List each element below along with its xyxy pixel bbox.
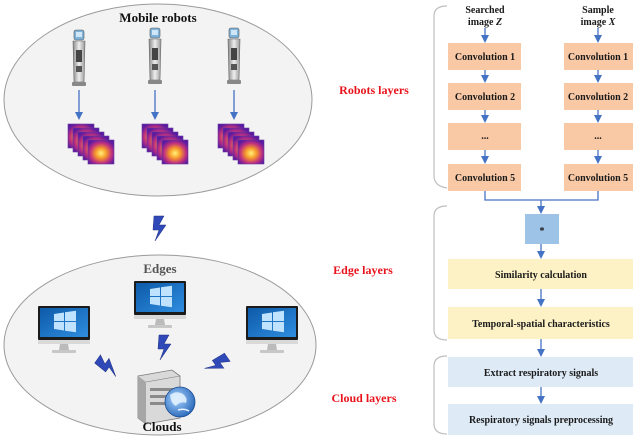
similarity-box: [448, 259, 633, 289]
robot-icon: [71, 29, 87, 87]
merge-connector: [484, 191, 599, 201]
similarity-label: Similarity calculation: [495, 270, 587, 281]
robots-layer-bracket: [433, 5, 448, 189]
conv1-label-z: Convolution 1: [455, 52, 515, 63]
sample-image-label: Sample: [582, 5, 614, 16]
conv5-label-x: Convolution 5: [568, 173, 628, 184]
conv2-label-x: Convolution 2: [568, 92, 628, 103]
globe-icon: [164, 386, 196, 418]
temporal-spatial-label: Temporal-spatial characteristics: [472, 319, 610, 330]
edge-layer-bracket: [433, 205, 448, 341]
searched-image-label: Searched: [465, 5, 505, 16]
robots-layer-label: Robots layers: [339, 83, 409, 97]
ellipsis-box-z: [448, 123, 521, 150]
cross-correlation-box: [525, 214, 559, 244]
edge-layer-label: Edge layers: [333, 263, 393, 277]
conv2-box-z: [448, 83, 521, 110]
preprocess-box: [448, 404, 633, 435]
edges-title: Edges: [143, 261, 176, 276]
conv5-box-z: [448, 164, 521, 191]
robot-icon: [147, 27, 163, 85]
ellipsis-label-z: ...: [481, 131, 489, 142]
cloud-layer-label: Cloud layers: [331, 391, 396, 405]
conv5-box-x: [564, 164, 633, 191]
lightning-icon: [152, 215, 167, 242]
conv2-label-z: Convolution 2: [455, 92, 515, 103]
ellipsis-box-x: [564, 123, 633, 150]
conv1-box-z: [448, 43, 521, 70]
cloud-layer-bracket: [433, 355, 448, 435]
robot-icon: [226, 27, 242, 85]
conv1-box-x: [564, 43, 633, 70]
conv2-box-x: [564, 83, 633, 110]
extract-box: [448, 357, 633, 387]
temporal-spatial-box: [448, 307, 633, 339]
preprocess-label: Respiratory signals preprocessing: [469, 415, 613, 426]
searched-image-sublabel: image Z: [468, 17, 502, 28]
extract-label: Extract respiratory signals: [484, 368, 598, 379]
conv1-label-x: Convolution 1: [568, 52, 628, 63]
sample-image-sublabel: image X: [581, 17, 616, 28]
ellipsis-label-x: ...: [594, 131, 602, 142]
conv5-label-z: Convolution 5: [455, 173, 515, 184]
clouds-title: Clouds: [142, 419, 181, 434]
mobile-robots-title: Mobile robots: [119, 10, 196, 25]
cross-correlation-symbol: *: [540, 226, 545, 237]
